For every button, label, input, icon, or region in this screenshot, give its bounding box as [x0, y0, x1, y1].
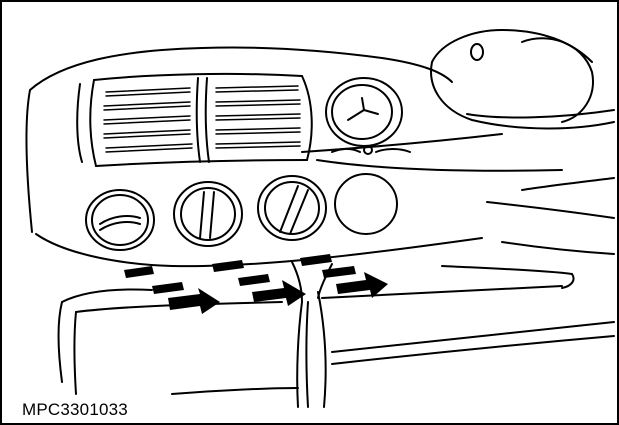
blank-switch [334, 173, 398, 235]
control-knob-2 [173, 181, 243, 247]
instrument-pod [430, 29, 615, 130]
arrow-1 [124, 266, 220, 314]
control-knob-3 [257, 175, 327, 241]
lower-trim-panel [57, 261, 615, 408]
arrow-3 [300, 254, 388, 298]
dashboard-panel [25, 46, 615, 268]
control-knob-1 [85, 189, 155, 251]
air-vent [76, 72, 313, 167]
figure-reference-code: MPC3301033 [20, 400, 130, 420]
arrow-2 [212, 260, 306, 306]
clock [325, 77, 411, 155]
